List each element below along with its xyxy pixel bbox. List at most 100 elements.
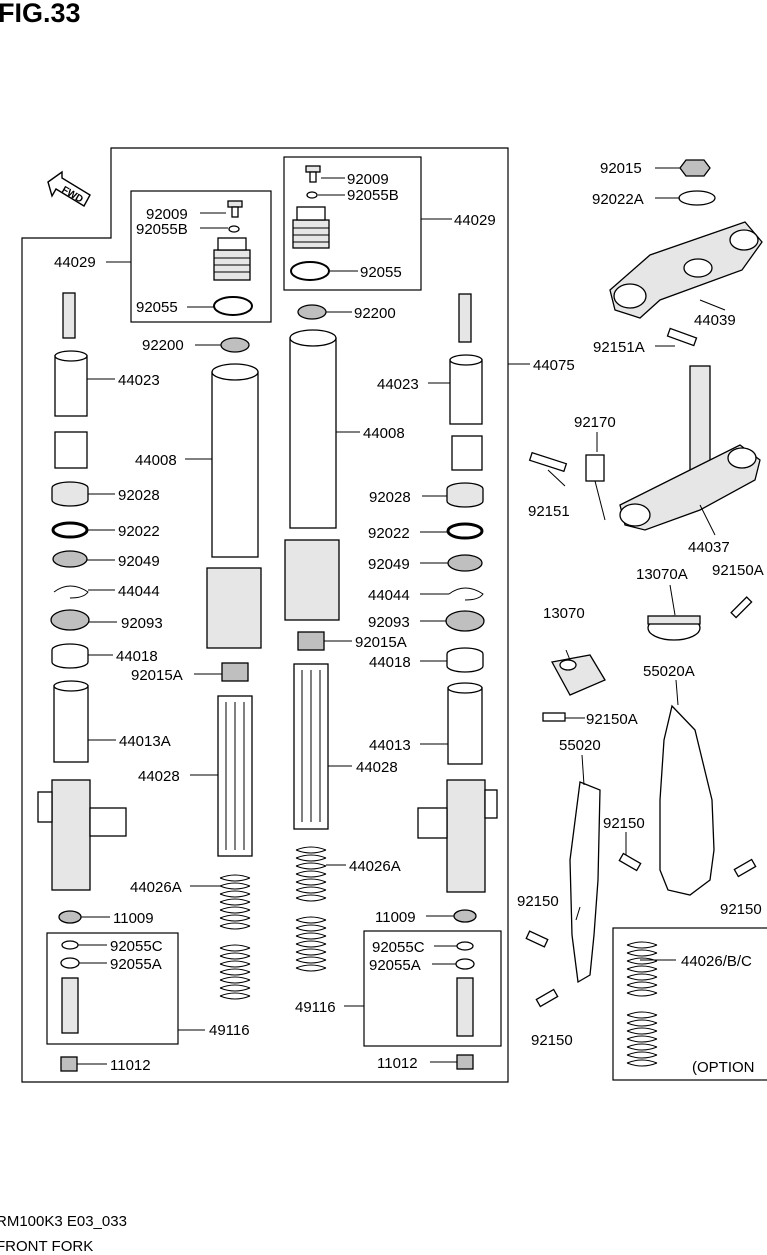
label-44028-left: 44028 [138, 768, 180, 785]
bolt-92150-mid [618, 852, 642, 872]
damper-rod-44023-left [54, 292, 88, 469]
label-49116-right: 49116 [295, 999, 336, 1016]
label-44037: 44037 [688, 539, 730, 556]
dust-seal-92093-right [445, 610, 485, 632]
label-44026A-right: 44026A [349, 858, 401, 875]
label-44008-right: 44008 [363, 425, 405, 442]
upper-bracket-44039 [609, 221, 763, 319]
label-92055B-left: 92055B [136, 221, 188, 238]
clip-44044-right [448, 587, 484, 601]
label-44028-right: 44028 [356, 759, 398, 776]
spring-44026A-left [219, 874, 251, 1000]
label-11009-left: 11009 [113, 910, 154, 927]
outer-tube-44008-right [284, 329, 340, 621]
label-92150-b: 92150 [531, 1032, 573, 1049]
bolt-92150-l [525, 930, 549, 948]
label-92055C-left: 92055C [110, 938, 163, 955]
oring-92055C-right [456, 941, 474, 951]
oring-92055-right [290, 261, 330, 281]
nut-11012-left [60, 1056, 78, 1072]
outer-tube-right [417, 779, 498, 893]
spacer-44028-right [293, 663, 329, 830]
label-44044-left: 44044 [118, 583, 160, 600]
label-44013: 44013 [369, 737, 411, 754]
label-13070: 13070 [543, 605, 585, 622]
spring-44026A-right [295, 846, 327, 972]
bolt-92150A-top [730, 596, 753, 619]
fwd-arrow-icon: FWD [47, 170, 91, 207]
label-44013A: 44013A [119, 733, 171, 750]
washer-92200-left [220, 337, 250, 353]
valve-right [456, 977, 474, 1037]
label-92150A-top: 92150A [712, 562, 764, 579]
label-44029-left: 44029 [54, 254, 96, 271]
label-44023-left: 44023 [118, 372, 160, 389]
valve-left [61, 977, 79, 1034]
label-44044-right: 44044 [368, 587, 410, 604]
cartridge-box-right [363, 930, 502, 1047]
label-92028-right: 92028 [369, 489, 411, 506]
label-92022-left: 92022 [118, 523, 160, 540]
label-92028-left: 92028 [118, 487, 160, 504]
label-92093-left: 92093 [121, 615, 163, 632]
washer-92200-right [297, 304, 327, 320]
label-92200-left: 92200 [142, 337, 184, 354]
bushing-44018-right [446, 647, 484, 673]
cap-kit-box-left [130, 190, 272, 323]
clip-44044-left [53, 585, 89, 599]
label-44018-left: 44018 [116, 648, 158, 665]
label-92055A-left: 92055A [110, 956, 162, 973]
label-92009-right: 92009 [347, 171, 389, 188]
label-44029-right: 44029 [454, 212, 496, 229]
label-55020: 55020 [559, 737, 601, 754]
label-13070A: 13070A [636, 566, 688, 583]
label-11009-right: 11009 [375, 909, 416, 926]
nut-92015A-left [221, 662, 249, 682]
label-92022A: 92022A [592, 191, 644, 208]
bolt-92151 [528, 451, 568, 473]
label-92093-right: 92093 [368, 614, 410, 631]
label-92022-right: 92022 [368, 525, 410, 542]
outer-tube-44008-left [206, 363, 262, 649]
fork-cap-left [213, 237, 251, 281]
washer-92022A [678, 190, 716, 206]
damper-rod-44023-right [449, 293, 483, 471]
bushing-92028-left [51, 481, 89, 507]
diagram-name: FRONT FORK [0, 1238, 94, 1255]
cartridge-box-left [46, 932, 179, 1045]
cap-kit-box-right [283, 156, 422, 291]
label-44026BC: 44026/B/C [681, 953, 752, 970]
label-92015A-left: 92015A [131, 667, 183, 684]
clamp-13070A [647, 615, 701, 641]
bolt-92150A [542, 712, 566, 722]
bracket-92170 [585, 454, 606, 521]
dust-seal-92093-left [50, 609, 90, 631]
label-92055C-right: 92055C [372, 939, 425, 956]
label-92200-right: 92200 [354, 305, 396, 322]
bolt-92151A [666, 327, 698, 347]
label-55020A: 55020A [643, 663, 695, 680]
label-92009-left: 92009 [146, 206, 188, 223]
figure-title: FIG.33 [0, 0, 81, 28]
washer-11009-right [453, 909, 477, 923]
nut-11012-right [456, 1054, 474, 1070]
label-92015: 92015 [600, 160, 642, 177]
label-44026A-left: 44026A [130, 879, 182, 896]
spring-44026BC [626, 941, 658, 1067]
steering-stem-44037 [619, 365, 761, 531]
label-44039: 44039 [694, 312, 736, 329]
outer-tube-left [37, 779, 127, 891]
fwd-label: FWD [60, 185, 85, 206]
option-box [612, 927, 767, 1081]
oring-92055A-left [60, 957, 80, 969]
label-92049-left: 92049 [118, 553, 160, 570]
oring-92055B-right [306, 191, 318, 199]
diagram-code: RM100K3 E03_033 [0, 1213, 127, 1230]
label-92015A-right: 92015A [355, 634, 407, 651]
label-44008-left: 44008 [135, 452, 177, 469]
label-92170: 92170 [574, 414, 616, 431]
fork-guard-55020A [659, 704, 715, 896]
bolt-92150-r [733, 858, 757, 878]
inner-tube-44013A [53, 680, 89, 763]
label-92055A-right: 92055A [369, 957, 421, 974]
